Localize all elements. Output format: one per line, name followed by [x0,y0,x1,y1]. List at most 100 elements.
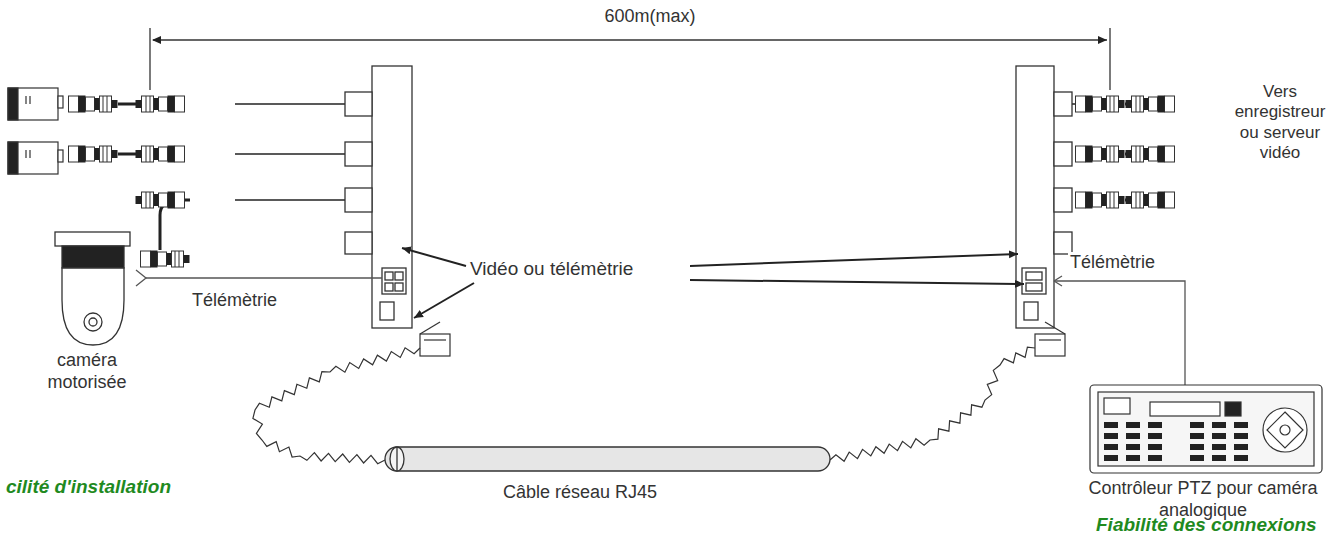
balun-unit [1054,232,1072,254]
video-cable [136,146,185,163]
telemetry-wire [1054,281,1185,390]
ptz-controller [1267,412,1303,448]
dimension-line [149,28,150,90]
cable-label: Câble réseau RJ45 [490,482,670,504]
video-cable [1076,146,1125,163]
ptz-controller [1212,444,1226,450]
ptz-controller [1148,444,1162,450]
ptz-controller [1212,455,1226,461]
destination-label: Vers enregistreur ou serveur vidéo [1228,82,1332,164]
callout-label: Vidéo ou télémètrie [468,258,690,281]
ptz-controller [1148,422,1162,428]
ptz-controller [1150,402,1220,416]
ptz-controller [1126,422,1140,428]
ptz-controller [1104,433,1118,439]
dome-camera [84,313,102,331]
rj45-plug [424,339,446,340]
video-cable [1076,192,1125,209]
ptz-controller [1190,433,1204,439]
balun-unit [345,232,372,254]
balun-unit [372,66,412,328]
video-cable [235,103,345,105]
cable-sheath [385,447,830,471]
ptz-controller [1148,455,1162,461]
dimension-label: 600m(max) [580,6,720,28]
video-cable [1126,146,1175,163]
balun-unit [345,142,372,166]
rj45-plug [1035,334,1065,356]
leader-line [402,248,1024,318]
fixed-camera [25,150,26,158]
fixed-camera [58,96,63,108]
cable-sheath [396,447,397,471]
balun-unit [1054,188,1072,212]
video-cable [136,192,185,209]
network-cable [830,347,1035,461]
rj45-plug [420,322,440,334]
ptz-controller [1234,422,1248,428]
dome-camera [62,268,124,345]
video-cable [235,199,345,201]
fixed-camera [8,142,18,174]
ptz-controller [1263,408,1307,452]
device-label: caméra motorisée [22,350,152,393]
network-cable [253,347,1035,464]
balun-unit [1016,66,1054,328]
rj45-plug [1039,339,1061,340]
cable-sheath [390,447,404,471]
video-cable [69,146,118,163]
balun-unit [345,66,1072,328]
rj45-plug [1045,322,1065,334]
ptz-controller [1104,444,1118,450]
dome-camera [62,246,124,268]
leader-line [690,254,1018,266]
ptz-controller [1280,425,1290,435]
video-cable [69,96,1176,268]
video-cable [1076,96,1125,113]
balun-unit [380,302,394,320]
ptz-controller [1190,455,1204,461]
ptz-controller [1234,444,1248,450]
video-cable [141,251,190,268]
ptz-controller [1190,422,1204,428]
balun-unit [385,272,393,280]
ptz-controller [1190,444,1204,450]
leader-line [414,283,474,318]
rj45-plug [420,334,450,356]
leader-line [690,280,1024,284]
ptz-controller [1225,402,1241,416]
fixed-camera [58,150,63,162]
dome-camera [55,232,130,345]
fixed-camera [8,88,63,174]
ptz-controller [1234,455,1248,461]
dimension-line [1109,28,1110,90]
balun-unit [1024,302,1038,320]
fixed-camera [25,96,26,104]
feature-note: Fiabilité des connexions [1094,514,1330,537]
balun-unit [345,92,372,116]
dimension-line [150,28,1110,90]
dome-camera [55,232,130,246]
video-cable [69,96,118,113]
signal-label: Télémètrie [190,290,300,312]
fixed-camera [8,142,58,174]
telemetry-wire [136,270,146,286]
telemetry-wire [136,270,1185,390]
fixed-camera [29,150,30,158]
fixed-camera [8,88,18,120]
network-cable [253,348,420,464]
ptz-controller [1212,422,1226,428]
ptz-controller [1104,422,1248,461]
ptz-controller [1126,444,1140,450]
fixed-camera [8,88,58,120]
fixed-camera [29,96,30,104]
ptz-controller [1126,433,1140,439]
feature-note: cilité d'installation [4,476,244,499]
balun-unit [395,272,403,280]
ptz-controller [1098,392,1314,466]
ptz-controller [1148,433,1162,439]
ptz-controller [1104,398,1130,414]
ptz-controller [1104,455,1118,461]
dimension-line [153,39,1107,40]
